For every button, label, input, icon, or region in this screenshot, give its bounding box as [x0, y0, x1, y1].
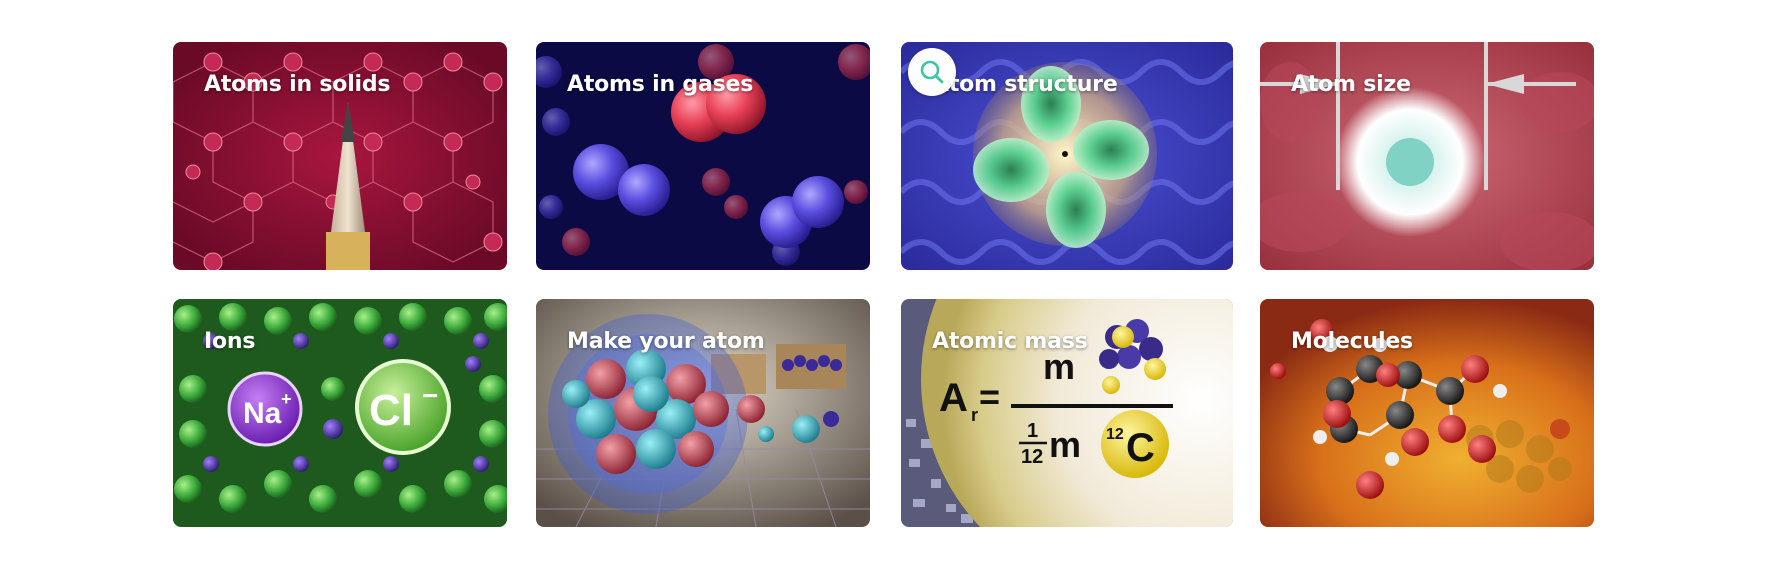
formula-m-top: m	[1043, 346, 1075, 387]
make-your-atom-image	[536, 299, 870, 527]
cl-label: Cl	[369, 386, 413, 435]
formula-frac-den: 12	[1021, 446, 1043, 468]
card-atom-size[interactable]: Atom size	[1260, 42, 1594, 270]
atoms-in-gases-image	[536, 42, 870, 270]
formula-m-bottom: m	[1049, 424, 1081, 465]
formula-c: C	[1126, 426, 1155, 470]
na-label: Na	[243, 397, 282, 430]
search-icon	[920, 60, 944, 84]
formula-r: r	[971, 405, 978, 425]
card-make-your-atom[interactable]: Make your atom	[536, 299, 870, 527]
formula-eq: =	[979, 376, 1000, 417]
na-charge: +	[281, 389, 292, 409]
formula-12: 12	[1106, 426, 1124, 443]
card-title: Atom structure	[932, 72, 1118, 97]
card-ions[interactable]: Na + Cl − Ions	[173, 299, 507, 527]
card-title: Atoms in solids	[204, 72, 391, 97]
card-title: Atom size	[1291, 72, 1411, 97]
atom-size-image	[1260, 42, 1594, 270]
card-molecules[interactable]: Molecules	[1260, 299, 1594, 527]
topic-grid: Atoms in solids	[173, 42, 1594, 527]
card-title: Atomic mass	[932, 329, 1088, 354]
formula-a: A	[939, 376, 968, 420]
card-atomic-mass[interactable]: A r = m 1 12 m 12 C Atomic mass	[901, 299, 1233, 527]
card-atom-structure[interactable]: Atom structure	[901, 42, 1233, 270]
card-title: Atoms in gases	[567, 72, 754, 97]
card-atoms-in-solids[interactable]: Atoms in solids	[173, 42, 507, 270]
card-title: Make your atom	[567, 329, 765, 354]
formula-frac-num: 1	[1027, 420, 1038, 442]
card-title: Molecules	[1291, 329, 1413, 354]
card-title: Ions	[204, 329, 256, 354]
card-atoms-in-gases[interactable]: Atoms in gases	[536, 42, 870, 270]
molecules-image	[1260, 299, 1594, 527]
atom-structure-image	[901, 42, 1233, 270]
cl-charge: −	[422, 380, 438, 411]
zoom-button[interactable]	[908, 48, 956, 96]
atoms-in-solids-image	[173, 42, 507, 270]
atomic-mass-image: A r = m 1 12 m 12 C	[901, 299, 1233, 527]
ions-image: Na + Cl −	[173, 299, 507, 527]
